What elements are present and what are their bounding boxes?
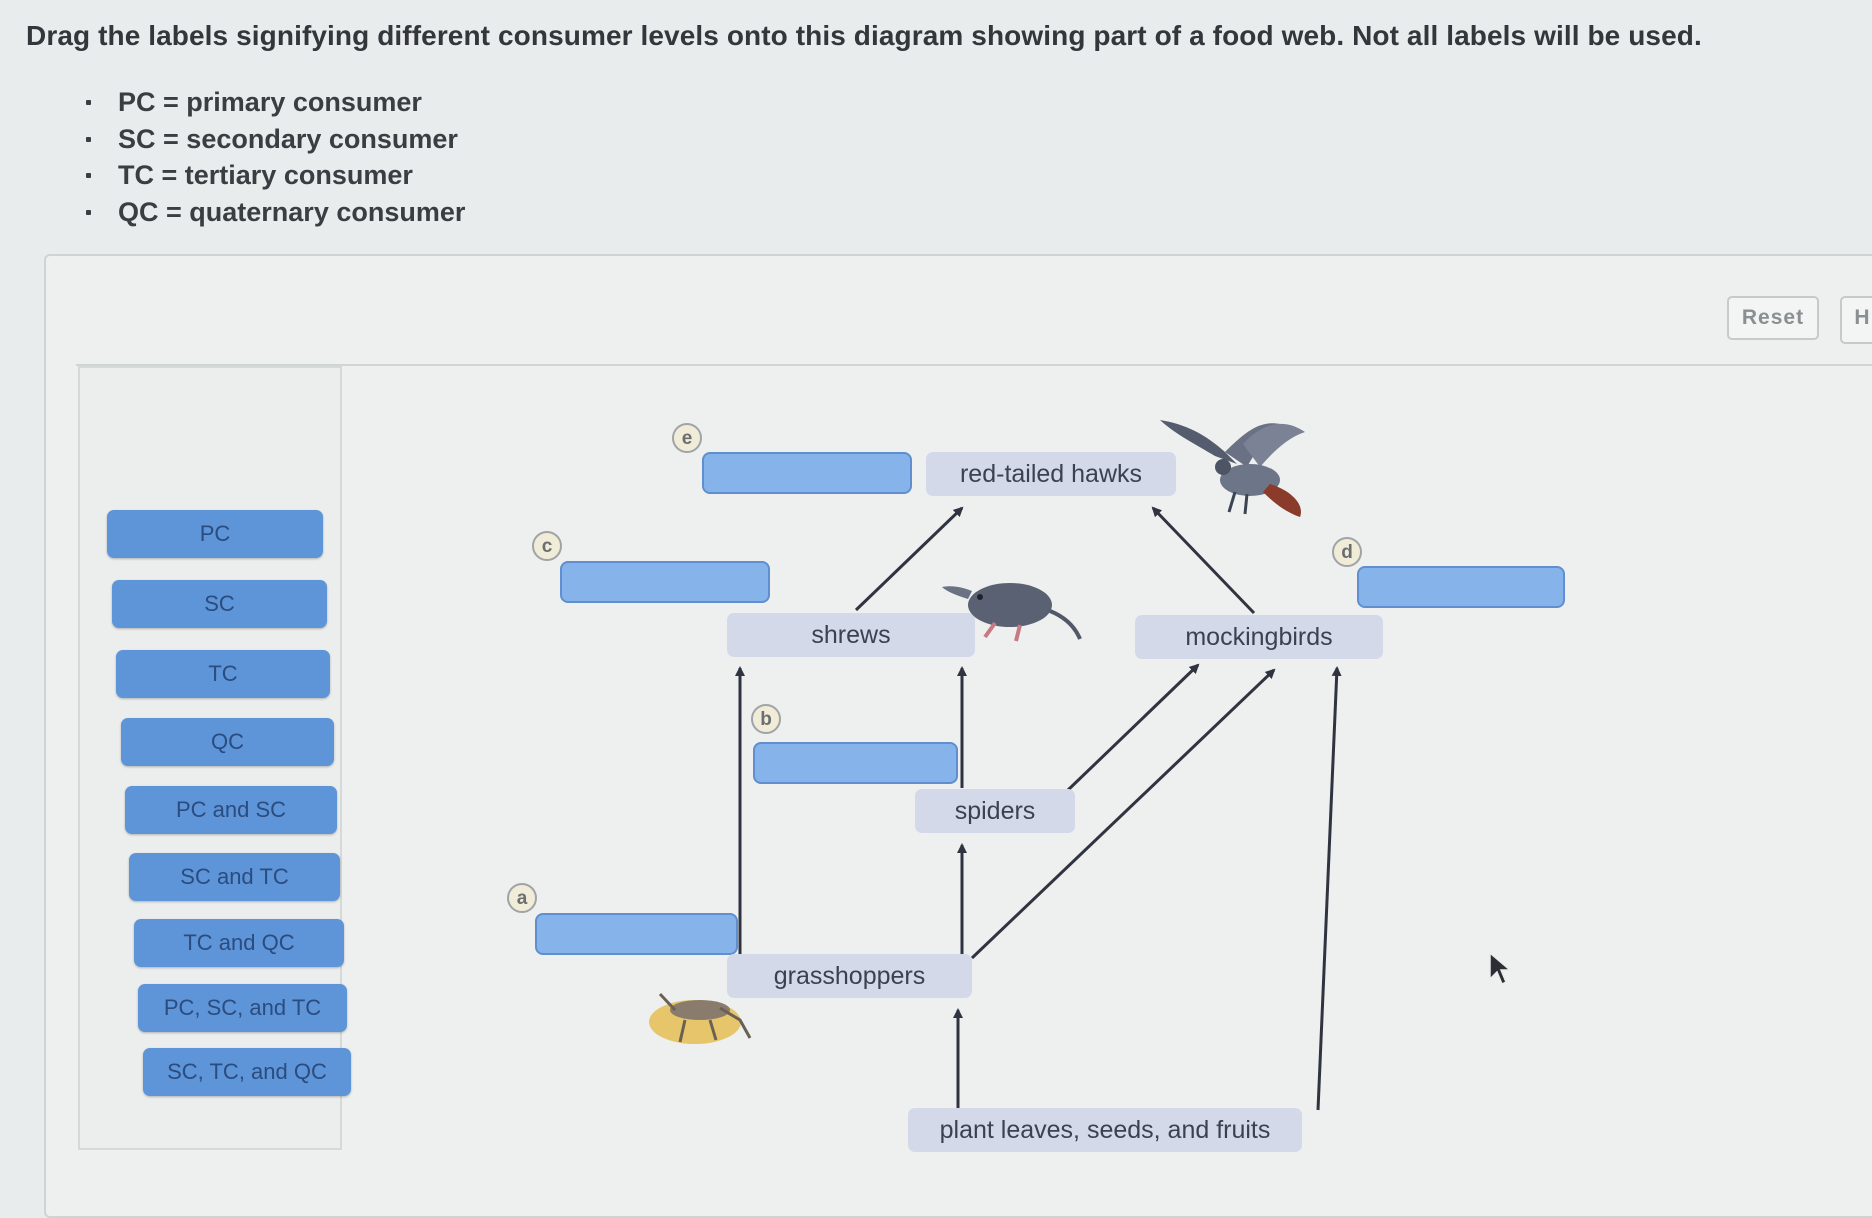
grasshopper-icon: [649, 992, 752, 1044]
drag-label-qc[interactable]: QC: [121, 718, 334, 766]
toolbar-divider: [76, 364, 1872, 366]
marker-b: b: [751, 704, 781, 734]
drag-label-sc[interactable]: SC: [112, 580, 327, 628]
key-abbr: PC: [118, 87, 156, 117]
instructions-text: Drag the labels signifying different con…: [26, 20, 1702, 51]
key-meaning: quaternary consumer: [189, 196, 466, 227]
organism-plants: plant leaves, seeds, and fruits: [908, 1108, 1302, 1152]
drop-zone-d[interactable]: [1357, 566, 1565, 608]
key-abbr: SC: [118, 123, 156, 154]
hawk-icon: [1160, 420, 1305, 517]
key-item-tc: TC = tertiary consumer: [85, 157, 465, 194]
consumer-key-list: PC = primary consumer SC = secondary con…: [85, 84, 466, 231]
drop-zone-b[interactable]: [753, 742, 958, 784]
drag-label-pc-and-sc[interactable]: PC and SC: [125, 786, 337, 834]
drag-label-sc-and-tc[interactable]: SC and TC: [129, 853, 340, 901]
marker-e: e: [672, 423, 702, 453]
drag-label-pc-sc-tc[interactable]: PC, SC, and TC: [138, 984, 347, 1032]
key-meaning: secondary consumer: [186, 123, 458, 154]
key-meaning: tertiary consumer: [184, 160, 413, 190]
key-meaning: primary consumer: [186, 87, 422, 117]
drop-zone-c[interactable]: [560, 561, 770, 603]
drag-label-pc[interactable]: PC: [107, 510, 323, 558]
organism-hawks: red-tailed hawks: [926, 452, 1176, 496]
organism-shrews: shrews: [727, 613, 975, 657]
drag-label-tc[interactable]: TC: [116, 650, 330, 698]
marker-d: d: [1332, 537, 1362, 567]
marker-a: a: [507, 883, 537, 913]
drop-zone-e[interactable]: [702, 452, 912, 494]
drag-label-sc-tc-qc[interactable]: SC, TC, and QC: [143, 1048, 351, 1096]
key-item-qc: QC = quaternary consumer: [85, 194, 466, 231]
key-abbr: TC: [118, 160, 154, 190]
drag-label-tc-and-qc[interactable]: TC and QC: [134, 919, 344, 967]
key-item-pc: PC = primary consumer: [85, 84, 465, 121]
marker-c: c: [532, 531, 562, 561]
help-button[interactable]: H: [1840, 296, 1872, 344]
key-item-sc: SC = secondary consumer: [85, 121, 465, 158]
organism-grasshoppers: grasshoppers: [727, 954, 972, 998]
drop-zone-a[interactable]: [535, 913, 738, 955]
organism-spiders: spiders: [915, 789, 1075, 833]
organism-mockingbirds: mockingbirds: [1135, 615, 1383, 659]
key-abbr: QC: [118, 196, 159, 227]
mouse-cursor-icon: [1489, 951, 1513, 986]
shrew-icon: [942, 583, 1082, 642]
reset-button[interactable]: Reset: [1727, 296, 1819, 340]
